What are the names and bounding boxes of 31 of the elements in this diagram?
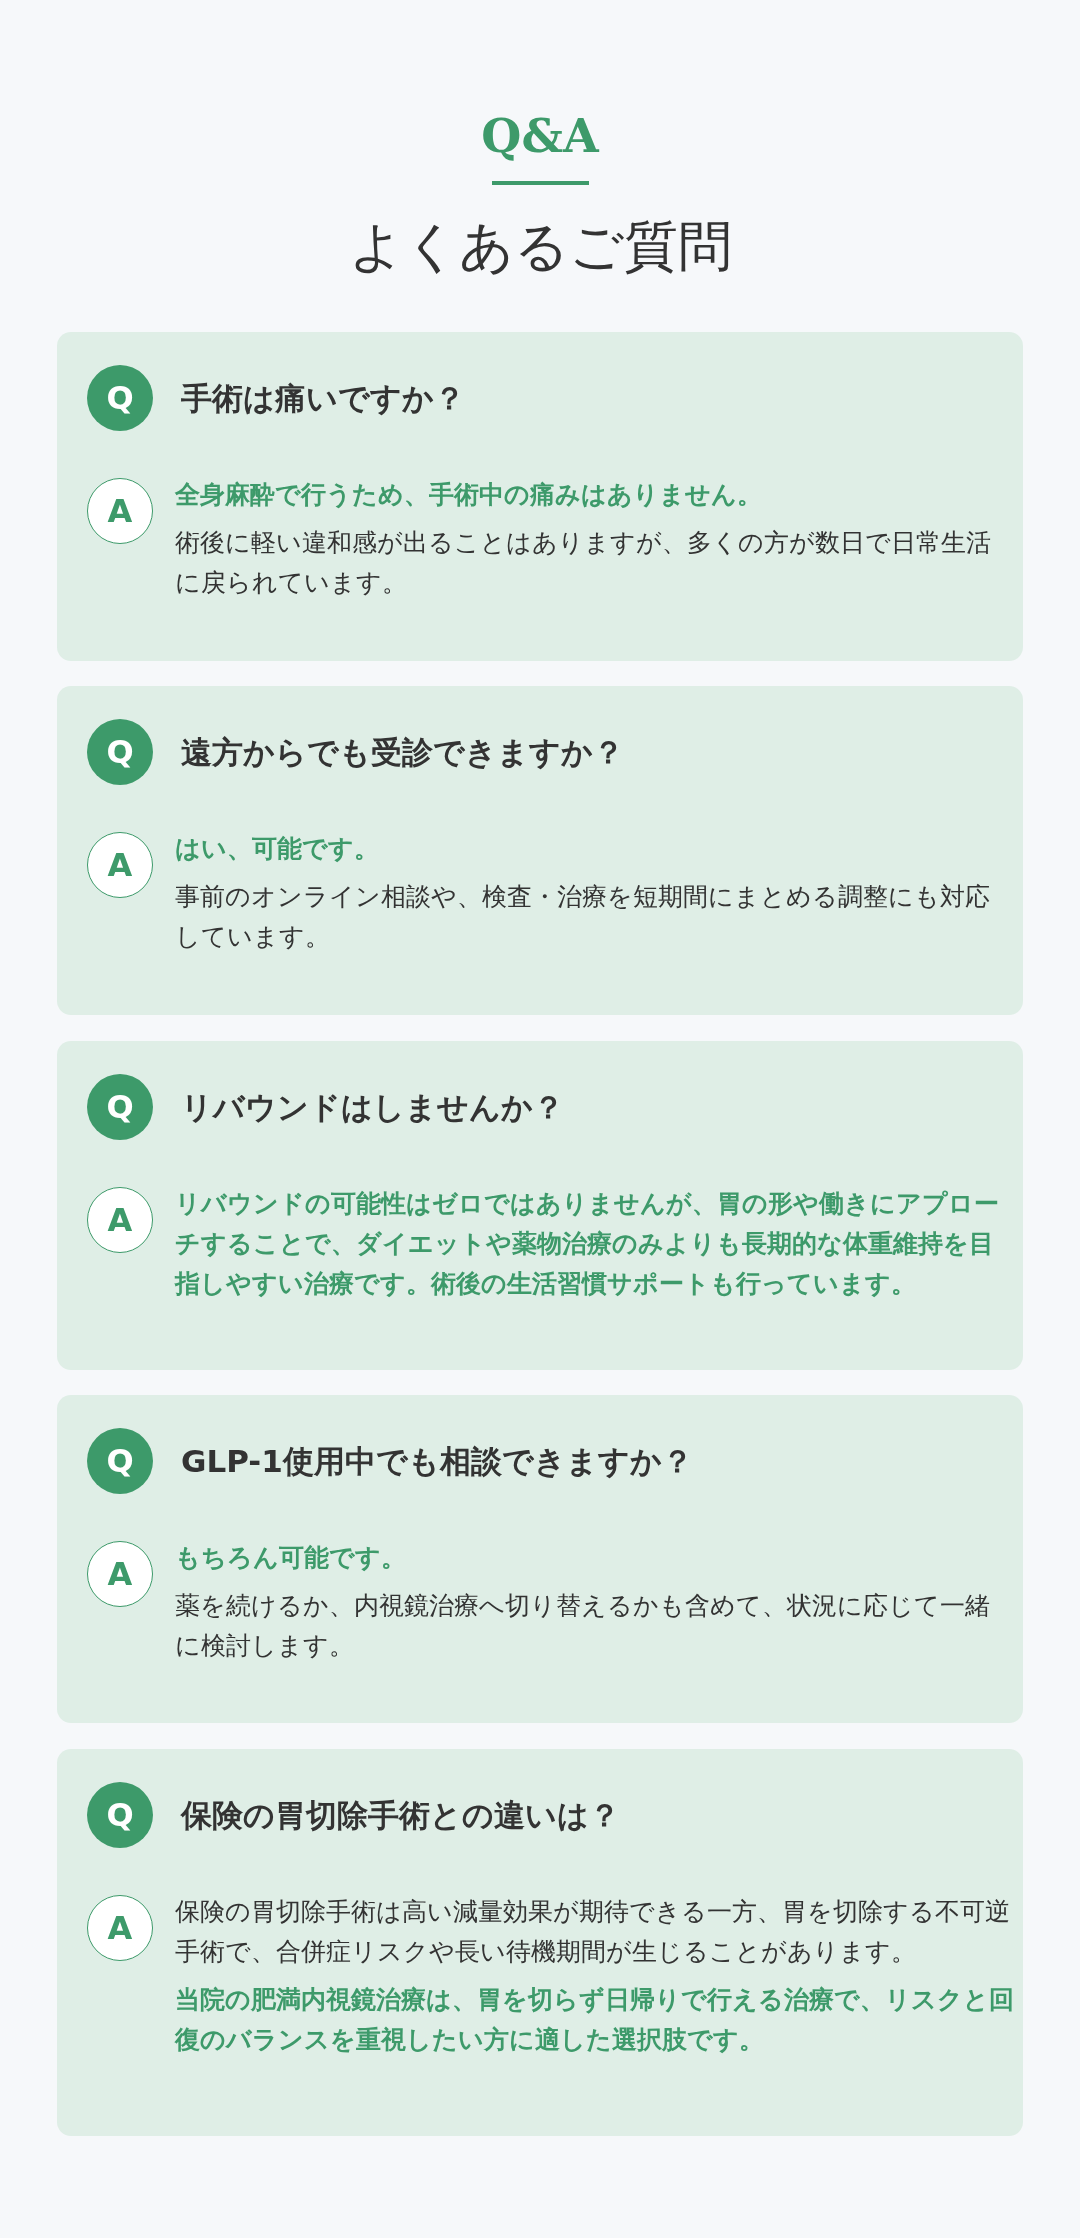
answer-badge: A [87,478,153,544]
answer-badge: A [87,1187,153,1253]
question-badge: Q [87,719,153,785]
answer-highlight: 全身麻酔で行うため、手術中の痛みはありません。 [175,479,763,511]
faq-card [57,1041,1023,1370]
answer-text: 事前のオンライン相談や、検査・治療を短期間にまとめる調整にも対応しています。 [175,881,991,953]
question-text: 保険の胃切除手術との違いは？ [181,1796,621,1835]
answer-highlight: 当院の肥満内視鏡治療は、胃を切らず日帰りで行える治療で、リスクと回復のバランスを重視したい方に適した選択肢です。 [175,1984,1015,2056]
answer-highlight: もちろん可能です。 [175,1542,407,1574]
faq-card [57,1749,1023,2136]
answer-highlight: リバウンドの可能性はゼロではありませんが、胃の形や働きにアプローチすることで、ダイエットや薬物治療のみよりも長期的な体重維持を目指しやすい治療です。術後の生活習慣サポートも行っています。 [175,1188,1000,1300]
answer-badge: A [87,832,153,898]
faq-card [57,332,1023,661]
question-text: GLP-1使用中でも相談できますか？ [181,1442,694,1481]
answer-highlight: はい、可能です。 [175,833,380,865]
question-text: リバウンドはしませんか？ [181,1088,565,1127]
answer-text: 薬を続けるか、内視鏡治療へ切り替えるかも含めて、状況に応じて一緒に検討します。 [175,1590,991,1662]
answer-badge: A [87,1895,153,1961]
faq-card [57,686,1023,1015]
question-badge: Q [87,1428,153,1494]
question-badge: Q [87,1782,153,1848]
page-title: よくあるご質問 [347,214,733,280]
heading-label: Q&A [480,108,601,164]
question-badge: Q [87,365,153,431]
answer-text: 術後に軽い違和感が出ることはありますが、多くの方が数日で日常生活に戻られています。 [175,527,992,599]
answer-text: 保険の胃切除手術は高い減量効果が期待できる一方、胃を切除する不可逆手術で、合併症リスクや長い待機期間が生じることがあります。 [175,1896,1011,1968]
answer-badge: A [87,1541,153,1607]
faq-card [57,1395,1023,1723]
question-text: 手術は痛いですか？ [181,379,466,418]
question-text: 遠方からでも受診できますか？ [181,733,625,772]
question-badge: Q [87,1074,153,1140]
